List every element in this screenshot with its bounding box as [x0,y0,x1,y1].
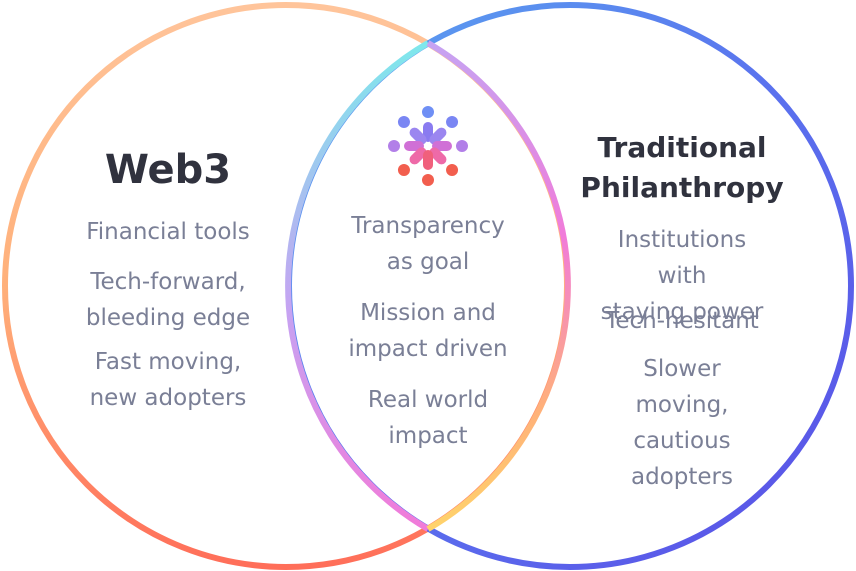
web3-item-financial-tools: Financial tools [86,219,250,245]
philanthropy-item-slower-moving: Slower moving, cautious adopters [631,356,733,490]
center-item-mission: Mission and impact driven [348,300,508,362]
traditional-philanthropy-title: Traditional Philanthropy [580,131,784,204]
people-circle-logo [388,106,468,186]
web3-title: Web3 [104,147,232,193]
center-item-transparency: Transparency as goal [351,213,505,275]
overlap-arc-right [426,40,571,532]
philanthropy-item-institutions: Institutions with staying power [600,227,764,325]
center-item-real-world: Real world impact [367,387,489,449]
web3-item-tech-forward: Tech-forward, bleeding edge [85,269,251,331]
web3-item-fast-moving: Fast moving, new adopters [89,349,247,411]
philanthropy-item-tech-hesitant: Tech-hesitant [605,308,759,334]
overlap-arc-left [285,40,430,532]
